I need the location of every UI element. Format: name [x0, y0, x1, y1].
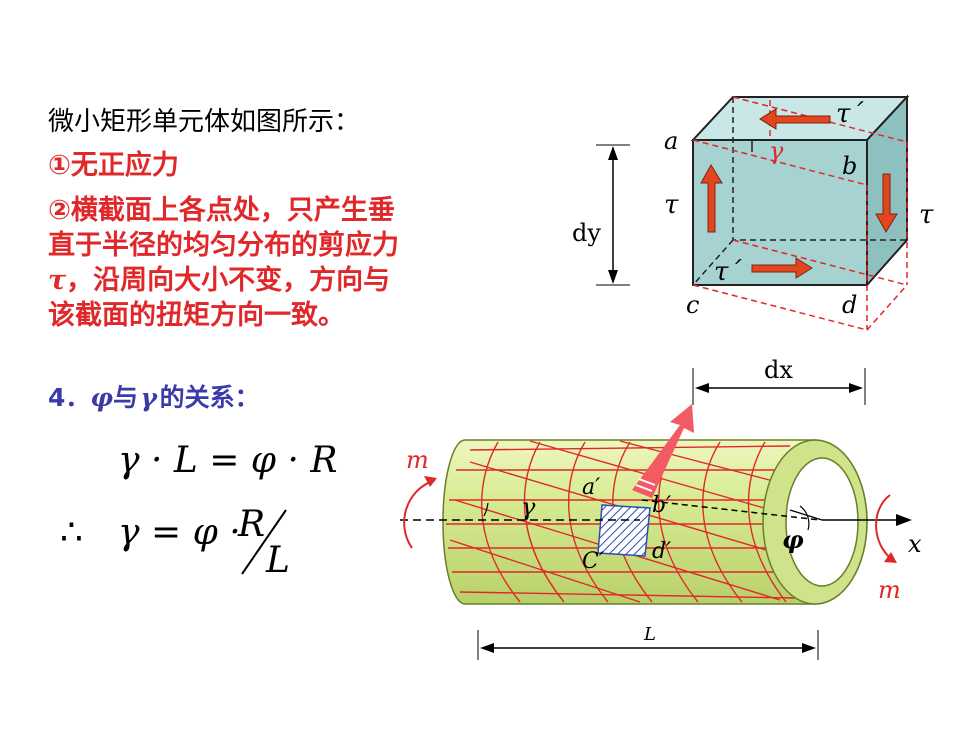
label-c-prime: C′	[582, 549, 604, 574]
point-2-line-3: τ，沿周向大小不变，方向与	[48, 263, 493, 298]
tau-symbol: τ	[48, 265, 67, 296]
equation-2-lhs: γ = φ ·	[118, 512, 241, 553]
label-x: x	[908, 530, 922, 558]
label-tau-left: τ	[664, 190, 679, 220]
label-d: d	[842, 291, 857, 319]
x-axis-arrowhead	[896, 514, 912, 526]
point-2-line-1: ②横截面上各点处，只产生垂	[48, 195, 395, 226]
phi-symbol: φ	[90, 383, 114, 412]
label-L: L	[643, 624, 656, 645]
label-dx: dx	[764, 356, 793, 384]
point-2-line-3-rest: ，沿周向大小不变，方向与	[66, 265, 391, 296]
item-4-number: 4．	[48, 383, 91, 412]
label-tau-right: τ	[919, 200, 934, 230]
slide-heading: 微小矩形单元体如图所示：	[48, 107, 361, 137]
fraction-slash	[241, 509, 287, 575]
pointer-arrow	[632, 404, 694, 498]
cylinder: a′ b′ C′ d′ γ φ x	[400, 439, 922, 605]
label-a: a	[664, 127, 678, 155]
label-a-prime: a′	[582, 475, 600, 500]
fraction-numerator: R	[237, 504, 265, 545]
label-tau-prime-bottom: τ´	[714, 257, 742, 287]
label-m-right: m	[878, 576, 901, 604]
item-4-text-2: 的关系：	[159, 383, 260, 412]
equation-1: γ · L = φ · R	[118, 440, 338, 481]
gamma-arc	[483, 502, 489, 517]
arrow-bottom-right	[751, 257, 813, 279]
gamma-symbol: γ	[140, 383, 158, 412]
torque-right: m	[875, 494, 901, 604]
fraction-r-over-l: R L	[237, 504, 290, 580]
label-b: b	[842, 152, 857, 180]
arrow-left-up	[700, 164, 723, 233]
label-c: c	[686, 291, 699, 319]
label-phi: φ	[782, 525, 804, 554]
cube-hidden-edge-diag	[692, 239, 734, 286]
arrow-right-down	[875, 173, 898, 233]
label-d-prime: d′	[652, 539, 671, 564]
label-gamma-cube: γ	[769, 137, 784, 165]
label-gamma-cylinder: γ	[521, 493, 536, 521]
torque-left: m	[403, 446, 437, 549]
cylinder-bore	[785, 457, 859, 587]
text-block: 微小矩形单元体如图所示： ①无正应力 ②横截面上各点处，只产生垂 直于半径的均匀…	[48, 104, 493, 333]
cylinder-longitudinal-lines	[446, 445, 806, 599]
item-4-text-1: 与	[113, 383, 139, 412]
shear-arrows	[700, 108, 898, 279]
fraction-denominator: L	[265, 540, 290, 580]
l-dimension: L	[477, 624, 819, 660]
label-dy: dy	[572, 219, 601, 247]
label-b-prime: b′	[652, 493, 671, 518]
item-4-heading: 4．φ与 γ 的关系：	[48, 378, 260, 414]
point-2-line-4: 该截面的扭矩方向一致。	[48, 300, 345, 331]
phi-arc	[799, 505, 810, 531]
hatched-element	[597, 504, 651, 557]
therefore-symbol: ∴	[60, 512, 83, 553]
label-tau-prime-top: τ´	[836, 99, 864, 129]
label-m-left: m	[406, 446, 429, 474]
arrow-top-left	[759, 108, 831, 130]
point-1: ①无正应力	[48, 150, 179, 181]
element-cube: a b c d τ τ τ´ τ´ γ dy	[572, 94, 934, 331]
point-2-line-2: 直于半径的均匀分布的剪应力	[48, 230, 399, 261]
dx-dimension: dx	[692, 356, 866, 405]
